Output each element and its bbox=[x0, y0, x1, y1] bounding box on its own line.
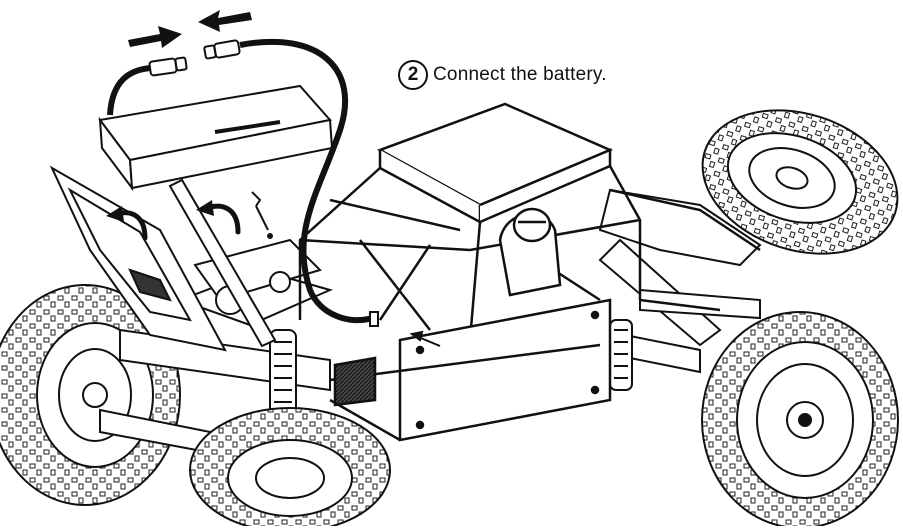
small-pointer-arrow-icon bbox=[409, 330, 441, 347]
curved-lift-arrow-heads bbox=[106, 200, 214, 222]
front-right-wheel bbox=[189, 407, 391, 531]
battery-lead bbox=[107, 56, 188, 116]
push-together-arrow-icon bbox=[128, 10, 252, 48]
roll-cage bbox=[298, 102, 761, 442]
esc-lead bbox=[203, 38, 379, 327]
body-clip bbox=[251, 191, 273, 239]
battery-pack bbox=[98, 84, 334, 192]
step-instruction: 2 Connect the battery. bbox=[398, 58, 607, 92]
hood-strut bbox=[168, 178, 277, 348]
step-number-badge: 2 bbox=[398, 60, 428, 90]
rear-chassis bbox=[598, 188, 762, 391]
spare-tire bbox=[701, 109, 899, 255]
step-text: Connect the battery. bbox=[433, 64, 607, 85]
rear-right-wheel bbox=[701, 311, 899, 529]
